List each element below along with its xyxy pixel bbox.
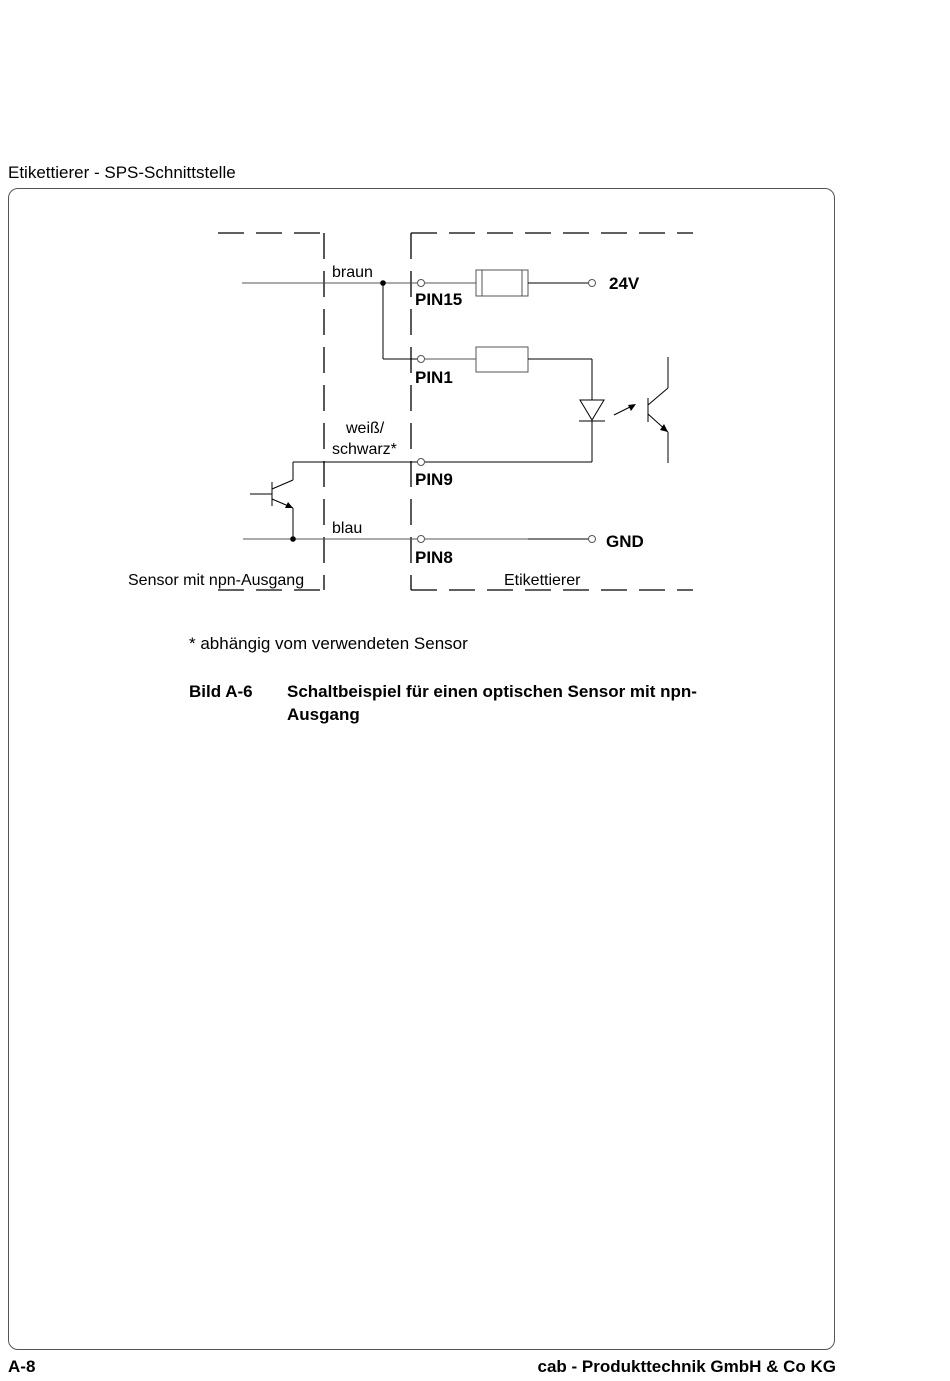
labeler-box-boundary bbox=[411, 233, 693, 590]
label-pin1: PIN1 bbox=[415, 368, 453, 387]
label-weiss: weiß/ bbox=[345, 420, 385, 437]
figure-caption: Schaltbeispiel für einen optischen Senso… bbox=[287, 680, 747, 726]
blue-junction-dot bbox=[290, 536, 296, 542]
label-pin8: PIN8 bbox=[415, 548, 453, 567]
figure-label: Bild A-6 bbox=[189, 680, 253, 703]
pin1-terminal bbox=[418, 356, 425, 363]
pin9-terminal bbox=[418, 459, 425, 466]
footnote: * abhängig vom verwendeten Sensor bbox=[189, 633, 468, 655]
label-pin9: PIN9 bbox=[415, 470, 453, 489]
sensor-box-boundary bbox=[218, 233, 324, 590]
npn-transistor-icon bbox=[250, 480, 293, 508]
pin8-terminal bbox=[418, 536, 425, 543]
page-number: A-8 bbox=[8, 1356, 35, 1378]
optocoupler-led bbox=[580, 400, 604, 420]
series-resistor bbox=[476, 347, 528, 372]
terminal-gnd bbox=[589, 536, 596, 543]
pin15-terminal bbox=[418, 280, 425, 287]
label-sensor-box: Sensor mit npn-Ausgang bbox=[128, 572, 304, 589]
brown-wire bbox=[242, 280, 418, 359]
phototransistor-icon bbox=[648, 357, 668, 463]
label-schwarz: schwarz* bbox=[332, 441, 397, 458]
label-blau: blau bbox=[332, 520, 362, 537]
footer-company: cab - Produkttechnik GmbH & Co KG bbox=[538, 1356, 836, 1378]
label-gnd: GND bbox=[606, 532, 644, 551]
label-braun: braun bbox=[332, 264, 373, 281]
blue-wire bbox=[243, 536, 596, 543]
fuse-resistor bbox=[476, 270, 528, 296]
label-pin15: PIN15 bbox=[415, 290, 462, 309]
pin1-path bbox=[418, 347, 669, 463]
label-labeler-box: Etikettierer bbox=[504, 572, 581, 589]
label-24v: 24V bbox=[609, 274, 640, 293]
terminal-24v bbox=[589, 280, 596, 287]
